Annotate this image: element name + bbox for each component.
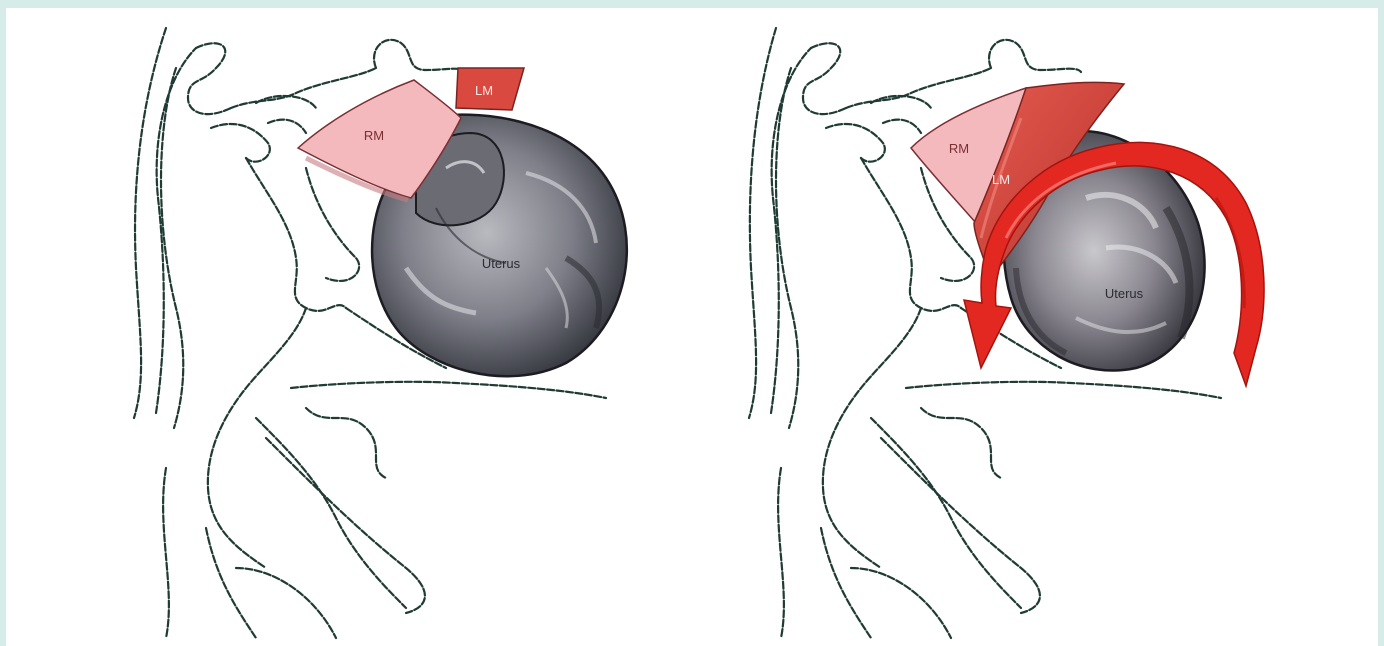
left-lm-ligament: LM xyxy=(456,68,524,110)
figure-frame: RM LM Uterus xyxy=(6,8,1378,646)
right-uterus-label: Uterus xyxy=(1105,286,1144,301)
right-panel: RM LM Uterus xyxy=(749,28,1264,638)
left-uterus-label: Uterus xyxy=(482,256,521,271)
left-rm-label: RM xyxy=(364,128,384,143)
left-panel: RM LM Uterus xyxy=(134,28,627,638)
diagram-canvas: RM LM Uterus xyxy=(6,8,1378,646)
right-lm-label: LM xyxy=(992,172,1010,187)
right-rm-label: RM xyxy=(949,141,969,156)
left-lm-label: LM xyxy=(475,83,493,98)
